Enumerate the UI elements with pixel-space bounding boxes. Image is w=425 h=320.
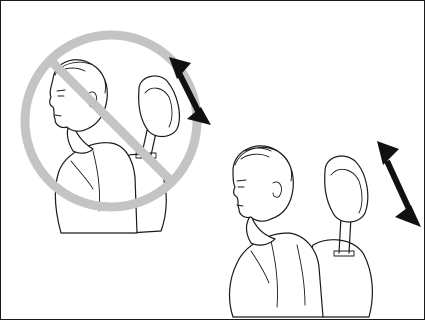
person-right [230,146,323,317]
double-arrow-icon [377,141,421,227]
headrest-left [139,76,180,137]
correct-position-scene [230,141,421,317]
